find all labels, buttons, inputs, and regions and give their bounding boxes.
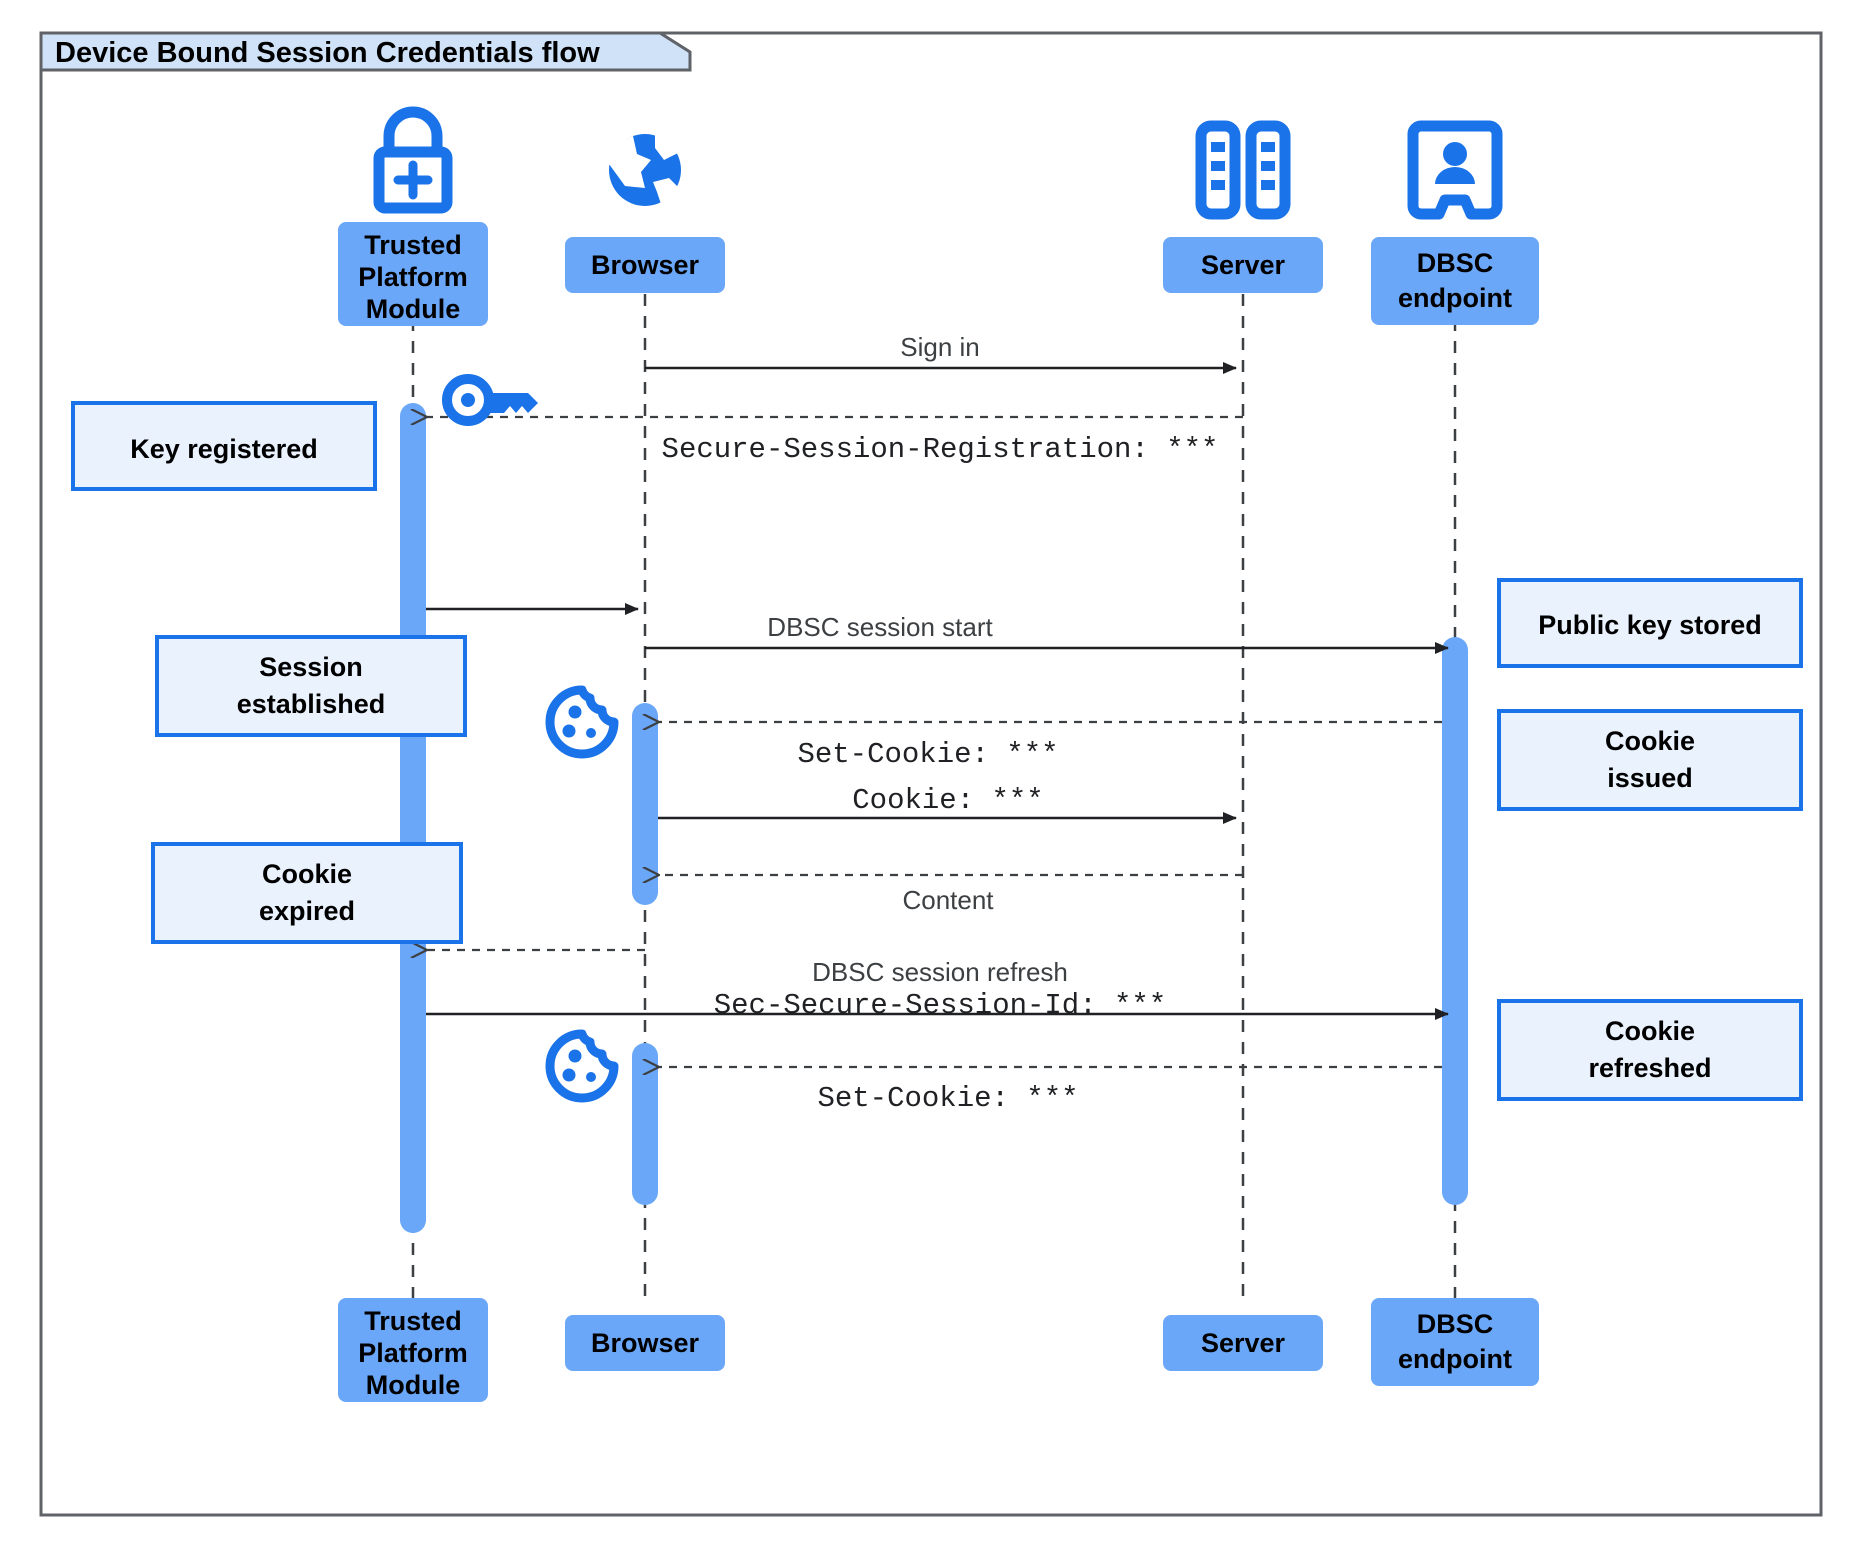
message-label-cookie: Cookie: ***: [852, 784, 1043, 817]
note-cookie-refreshed-line2: refreshed: [1588, 1053, 1711, 1083]
participant-dbsc-bottom-line2: endpoint: [1398, 1344, 1512, 1374]
activation-bars: [400, 403, 1468, 1233]
note-key-registered-text: Key registered: [130, 434, 318, 464]
participant-tpm-bottom-line1: Trusted: [364, 1306, 462, 1336]
participant-tpm-top-line3: Module: [366, 294, 461, 324]
message-label-content: Content: [902, 885, 994, 915]
note-public-key-stored-text: Public key stored: [1538, 610, 1762, 640]
message-label-dbsc-session-start: DBSC session start: [767, 612, 993, 642]
cookie-icon: [545, 685, 619, 759]
activation-bar-browser-2: [632, 1043, 658, 1205]
participant-dbsc-bottom[interactable]: DBSC endpoint: [1371, 1298, 1539, 1386]
server-rack-icon: [1195, 120, 1291, 220]
participant-server-top-label: Server: [1201, 250, 1286, 280]
message-label-set-cookie-1: Set-Cookie: ***: [797, 738, 1058, 771]
message-label-sign-in: Sign in: [900, 332, 980, 362]
message-label-dbsc-session-refresh: DBSC session refresh: [812, 957, 1068, 987]
id-badge-icon: [1407, 120, 1503, 220]
participant-tpm-top[interactable]: Trusted Platform Module: [338, 222, 488, 326]
note-public-key-stored: Public key stored: [1497, 578, 1803, 668]
note-cookie-expired-line2: expired: [259, 896, 355, 926]
messages: Sign in Secure-Session-Registration: ***…: [426, 332, 1449, 1115]
participant-tpm-bottom-line3: Module: [366, 1370, 461, 1400]
note-cookie-issued-line1: Cookie: [1605, 726, 1695, 756]
note-cookie-expired-line1: Cookie: [262, 859, 352, 889]
note-session-established-line2: established: [237, 689, 386, 719]
participant-tpm-top-line2: Platform: [358, 262, 468, 292]
participant-dbsc-bottom-line1: DBSC: [1417, 1309, 1494, 1339]
participant-browser-top-label: Browser: [591, 250, 700, 280]
message-label-secure-session-registration: Secure-Session-Registration: ***: [662, 433, 1219, 466]
note-key-registered: Key registered: [71, 401, 377, 491]
participant-server-bottom[interactable]: Server: [1163, 1315, 1323, 1371]
participant-dbsc-top-line1: DBSC: [1417, 248, 1494, 278]
note-session-established-line1: Session: [259, 652, 363, 682]
note-session-established: Session established: [155, 635, 467, 737]
participant-browser-top[interactable]: Browser: [565, 237, 725, 293]
frame-title-tab: Device Bound Session Credentials flow: [39, 31, 692, 72]
activation-bar-dbsc: [1442, 637, 1468, 1205]
participant-browser-bottom-label: Browser: [591, 1328, 700, 1358]
participant-server-top[interactable]: Server: [1163, 237, 1323, 293]
frame-title-text: Device Bound Session Credentials flow: [55, 37, 600, 69]
participant-tpm-bottom-line2: Platform: [358, 1338, 468, 1368]
participant-tpm-top-line1: Trusted: [364, 230, 462, 260]
note-cookie-refreshed-line1: Cookie: [1605, 1016, 1695, 1046]
participant-server-bottom-label: Server: [1201, 1328, 1286, 1358]
message-label-sec-secure-session-id: Sec-Secure-Session-Id: ***: [714, 989, 1166, 1022]
note-cookie-issued-line2: issued: [1607, 763, 1693, 793]
lock-plus-icon: [373, 106, 453, 214]
participant-dbsc-top[interactable]: DBSC endpoint: [1371, 237, 1539, 325]
cookie-icon: [545, 1029, 619, 1103]
activation-bar-browser-1: [632, 703, 658, 905]
participant-tpm-bottom[interactable]: Trusted Platform Module: [338, 1298, 488, 1402]
participant-browser-bottom[interactable]: Browser: [565, 1315, 725, 1371]
key-icon: [442, 374, 538, 426]
note-cookie-refreshed: Cookie refreshed: [1497, 999, 1803, 1101]
globe-icon: [609, 134, 681, 206]
participant-dbsc-top-line2: endpoint: [1398, 283, 1512, 313]
note-cookie-expired: Cookie expired: [151, 842, 463, 944]
message-label-set-cookie-2: Set-Cookie: ***: [817, 1082, 1078, 1115]
activation-bar-tpm: [400, 403, 426, 1233]
note-cookie-issued: Cookie issued: [1497, 709, 1803, 811]
